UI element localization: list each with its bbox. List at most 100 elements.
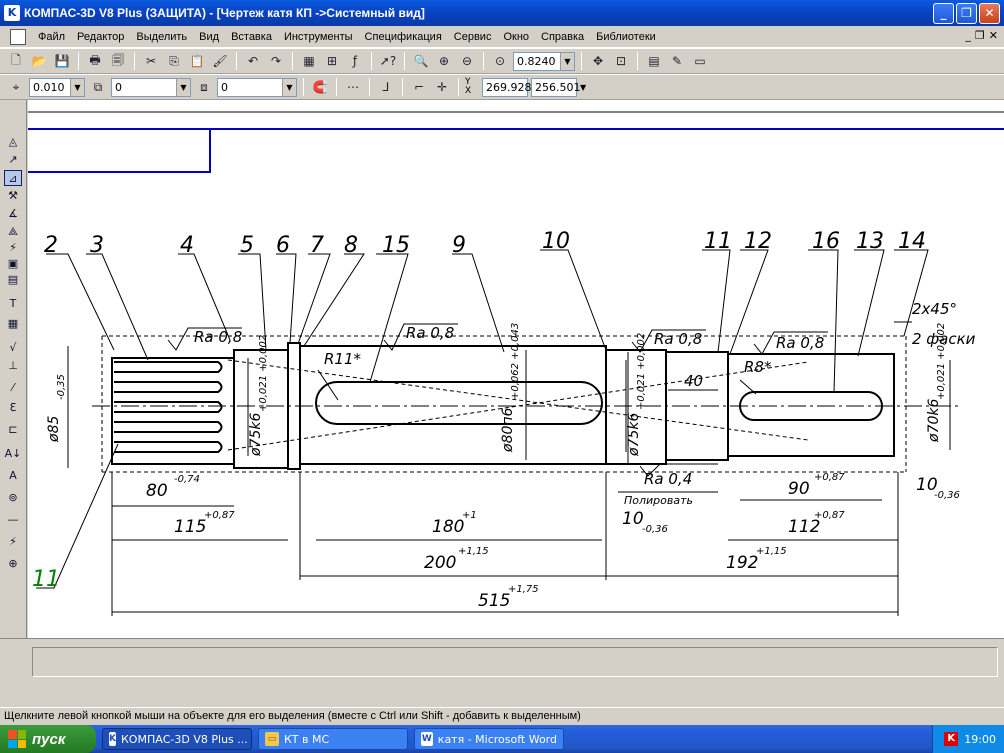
manager-icon[interactable]: ▤: [648, 54, 660, 68]
close-button[interactable]: ✕: [979, 3, 1000, 24]
calculator-icon[interactable]: ▦: [303, 54, 315, 68]
menu-insert[interactable]: Вставка: [231, 30, 272, 43]
properties-icon[interactable]: ✎: [671, 54, 683, 68]
step-combo[interactable]: 0.010 ▼: [29, 77, 85, 97]
position-icon[interactable]: ℇ: [9, 401, 17, 414]
save-icon[interactable]: 💾: [54, 54, 70, 68]
view-combo[interactable]: 0 ▼: [111, 77, 191, 97]
coord-x-field[interactable]: 269.928: [482, 77, 532, 97]
task-kompas[interactable]: K КОМПАС-3D V8 Plus ...: [102, 728, 252, 750]
roughness-4: Ra 0,8: [776, 334, 824, 352]
print-icon[interactable]: 🖶: [89, 52, 101, 67]
zoom-scale-icon[interactable]: ⊙: [494, 54, 506, 68]
chevron-down-icon[interactable]: ▼: [176, 78, 190, 96]
copy-icon[interactable]: ⎘: [169, 53, 179, 68]
grid-icon[interactable]: ⋯: [347, 80, 359, 94]
wave-icon[interactable]: ⊚: [8, 491, 18, 504]
snap-icon[interactable]: 🧲: [312, 80, 328, 94]
spec-icon[interactable]: ▤: [7, 273, 19, 286]
text-icon[interactable]: T: [9, 297, 17, 310]
polish-note: Полировать: [624, 494, 693, 507]
drawing-canvas[interactable]: 2 3 4 5 6 7 8 15 9 10 11 12 16 13 14 11: [28, 100, 1004, 638]
chevron-down-icon[interactable]: ▼: [70, 78, 84, 96]
window-controls: _ ❐ ✕: [933, 3, 1000, 24]
chevron-down-icon[interactable]: ▼: [560, 52, 574, 70]
menu-editor[interactable]: Редактор: [77, 30, 125, 43]
layer-combo[interactable]: 0 ▼: [217, 77, 297, 97]
mdi-restore-button[interactable]: ❐: [974, 29, 985, 42]
menu-file[interactable]: Файл: [38, 30, 66, 43]
roughness-3: Ra 0,8: [654, 330, 702, 348]
redo-icon[interactable]: ↷: [270, 54, 282, 68]
zoom-combo[interactable]: 0.8240 ▼: [513, 51, 575, 71]
zoom-out-icon[interactable]: ⊖: [461, 54, 473, 68]
select-icon[interactable]: ⚡: [9, 241, 17, 254]
measure-icon[interactable]: ⟁: [8, 225, 18, 238]
menu-help[interactable]: Справка: [541, 30, 585, 43]
view-arrow-icon[interactable]: A: [9, 469, 17, 482]
len-515-tol: +1,75: [508, 584, 539, 595]
document-icon[interactable]: [10, 28, 26, 45]
cursor-coords-icon[interactable]: ✛: [436, 80, 448, 94]
print-preview-icon[interactable]: 🗐: [112, 52, 124, 67]
zoom-in-icon[interactable]: 🔍: [413, 54, 429, 68]
mdi-close-button[interactable]: ✕: [988, 29, 998, 42]
function-icon[interactable]: ƒ: [352, 54, 358, 68]
geometry-icon[interactable]: ◬: [8, 135, 18, 148]
mark-icon[interactable]: ⚡: [9, 535, 17, 548]
title-bar[interactable]: K КОМПАС-3D V8 Plus (ЗАЩИТА) - [Чертеж к…: [0, 0, 1004, 26]
cursor-step-icon[interactable]: ⌖: [12, 79, 20, 94]
help-pointer-icon[interactable]: ➚?: [379, 54, 397, 68]
menu-specification[interactable]: Спецификация: [364, 30, 442, 43]
dimensions-icon[interactable]: ↗: [8, 153, 18, 166]
cut-icon[interactable]: ✂: [145, 54, 157, 68]
menu-libraries[interactable]: Библиотеки: [596, 30, 656, 43]
menu-window[interactable]: Окно: [503, 30, 530, 43]
axis-line-icon[interactable]: —: [7, 513, 19, 526]
dim-d85: ø85: [46, 416, 62, 443]
restore-button[interactable]: ❐: [956, 3, 977, 24]
associative-views-icon[interactable]: ▣: [7, 257, 19, 270]
layer-icon[interactable]: ⧈: [200, 79, 208, 94]
roughness-icon[interactable]: √: [9, 341, 17, 354]
menu-service[interactable]: Сервис: [453, 30, 492, 43]
view-icon[interactable]: ⧉: [93, 79, 103, 94]
designations-icon[interactable]: ⊿: [4, 170, 22, 186]
format-painter-icon[interactable]: 🖌: [212, 54, 228, 68]
status-bar: Щелкните левой кнопкой мыши на объекте д…: [0, 707, 1004, 725]
kompas-icon[interactable]: K: [4, 5, 20, 21]
leader-icon[interactable]: ⁄: [12, 381, 14, 394]
paste-icon[interactable]: 📋: [189, 54, 205, 68]
new-document-icon[interactable]: 🗋: [11, 52, 21, 67]
menu-select[interactable]: Выделить: [136, 30, 188, 43]
table-icon[interactable]: ▦: [7, 317, 19, 330]
zoom-frame-icon[interactable]: ⊕: [438, 54, 450, 68]
start-button[interactable]: пуск: [0, 725, 96, 753]
ortho-icon[interactable]: ⌐: [413, 80, 425, 94]
edit-icon[interactable]: ⚒: [8, 189, 18, 202]
menu-view[interactable]: Вид: [199, 30, 220, 43]
variables-icon[interactable]: ⊞: [326, 54, 338, 68]
property-panel-area[interactable]: [32, 647, 998, 677]
pan-icon[interactable]: ✥: [592, 54, 604, 68]
center-mark-icon[interactable]: ⊕: [8, 557, 18, 570]
menu-tools[interactable]: Инструменты: [283, 30, 353, 43]
base-icon[interactable]: ⊥: [8, 359, 18, 372]
open-folder-icon[interactable]: 📂: [31, 54, 47, 68]
chevron-down-icon[interactable]: ▼: [580, 82, 587, 92]
minimize-button[interactable]: _: [933, 3, 954, 24]
dim-d75b: ø75k6: [626, 413, 642, 457]
undo-icon[interactable]: ↶: [247, 54, 259, 68]
coord-y-field[interactable]: 256.501: [531, 77, 581, 97]
task-word[interactable]: W катя - Microsoft Word: [414, 728, 564, 750]
local-cs-icon[interactable]: ⅃: [382, 80, 390, 94]
cut-line-icon[interactable]: A↓: [4, 447, 22, 460]
task-folder[interactable]: ▭ КТ в МС: [258, 728, 408, 750]
antivirus-icon[interactable]: K: [944, 732, 959, 746]
panel-icon[interactable]: ▭: [694, 54, 706, 68]
chevron-down-icon[interactable]: ▼: [282, 78, 296, 96]
show-all-icon[interactable]: ⊡: [615, 54, 627, 68]
mdi-minimize-button[interactable]: _: [965, 29, 971, 42]
tolerance-icon[interactable]: ⊏: [8, 423, 18, 436]
parametrize-icon[interactable]: ∡: [8, 207, 18, 220]
